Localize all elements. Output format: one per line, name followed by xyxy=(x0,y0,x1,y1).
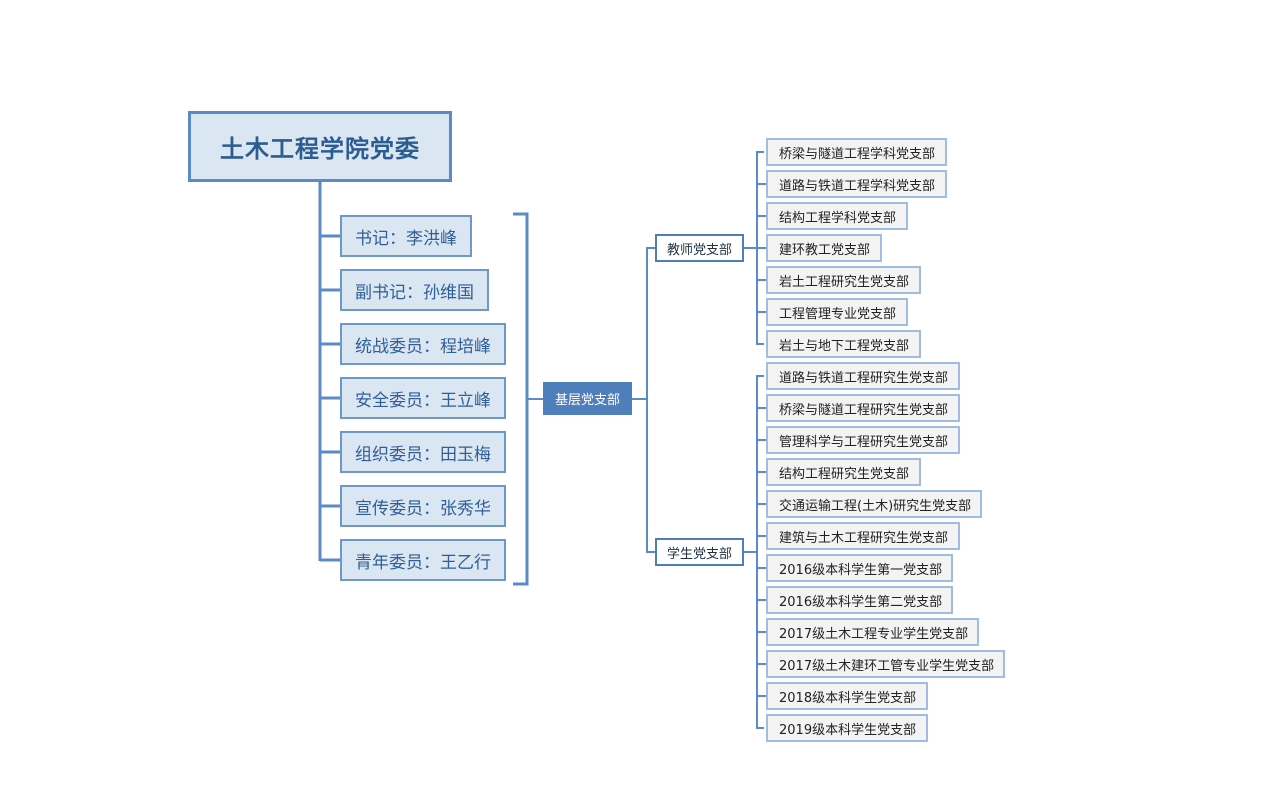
member-node: 宣传委员：张秀华 xyxy=(340,485,506,527)
grassroots-branch-node: 基层党支部 xyxy=(543,382,632,415)
student-branch-item: 结构工程研究生党支部 xyxy=(766,458,921,486)
student-branch-item: 桥梁与隧道工程研究生党支部 xyxy=(766,394,960,422)
student-branch-item: 建筑与土木工程研究生党支部 xyxy=(766,522,960,550)
member-node: 安全委员：王立峰 xyxy=(340,377,506,419)
grassroots-split-line xyxy=(646,247,656,553)
student-branch-item: 2017级土木建环工管专业学生党支部 xyxy=(766,650,1005,678)
student-branch-item: 2018级本科学生党支部 xyxy=(766,682,928,710)
teacher-branch-item: 结构工程学科党支部 xyxy=(766,202,908,230)
teacher-branch-item: 工程管理专业党支部 xyxy=(766,298,908,326)
teacher-branch-item: 桥梁与隧道工程学科党支部 xyxy=(766,138,947,166)
student-branch-node: 学生党支部 xyxy=(655,538,744,566)
teacher-branch-node: 教师党支部 xyxy=(655,234,744,262)
student-branch-item: 2017级土木工程专业学生党支部 xyxy=(766,618,979,646)
student-branch-item: 道路与铁道工程研究生党支部 xyxy=(766,362,960,390)
member-node: 统战委员：程培峰 xyxy=(340,323,506,365)
member-node: 组织委员：田玉梅 xyxy=(340,431,506,473)
student-branch-spine xyxy=(756,375,764,729)
member-node: 书记：李洪峰 xyxy=(340,215,472,257)
student-branch-item: 2016级本科学生第一党支部 xyxy=(766,554,953,582)
student-branch-item: 交通运输工程(土木)研究生党支部 xyxy=(766,490,982,518)
teacher-branch-item: 建环教工党支部 xyxy=(766,234,882,262)
teacher-branch-item: 岩土与地下工程党支部 xyxy=(766,330,921,358)
student-branch-item: 2016级本科学生第二党支部 xyxy=(766,586,953,614)
member-bracket-line xyxy=(513,212,529,586)
student-branch-item: 2019级本科学生党支部 xyxy=(766,714,928,742)
teacher-branch-item: 岩土工程研究生党支部 xyxy=(766,266,921,294)
member-node: 青年委员：王乙行 xyxy=(340,539,506,581)
root-node: 土木工程学院党委 xyxy=(188,111,452,182)
teacher-branch-item: 道路与铁道工程学科党支部 xyxy=(766,170,947,198)
member-node: 副书记：孙维国 xyxy=(340,269,489,311)
student-branch-item: 管理科学与工程研究生党支部 xyxy=(766,426,960,454)
